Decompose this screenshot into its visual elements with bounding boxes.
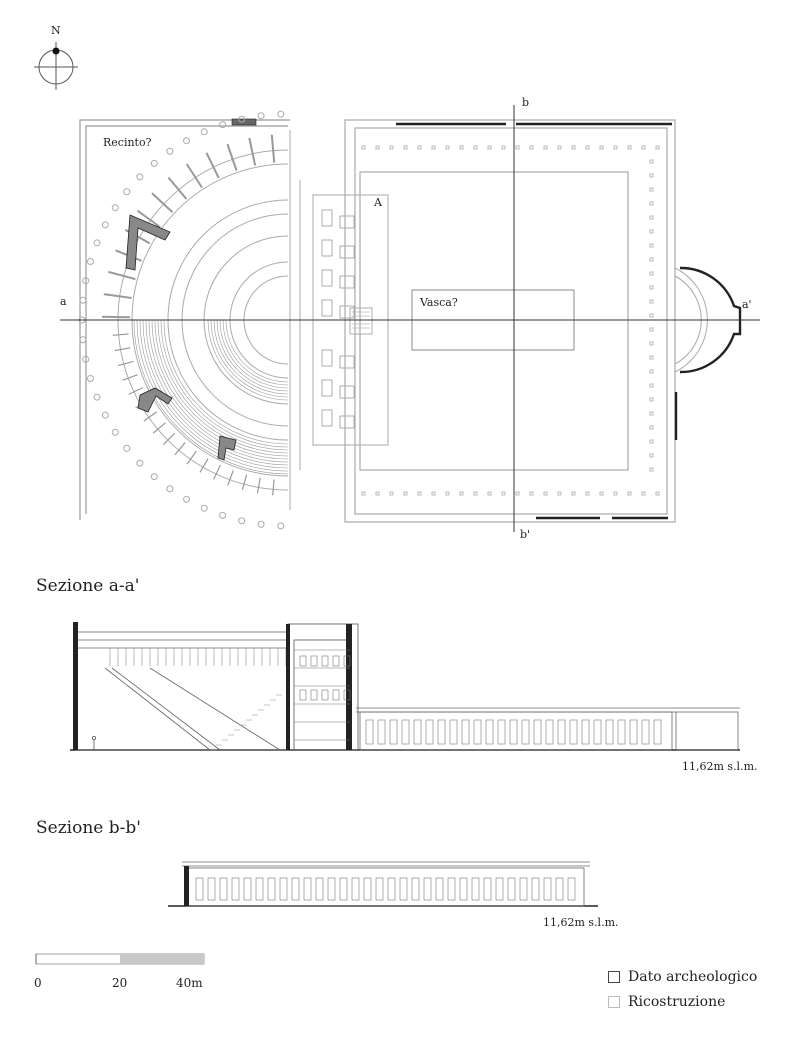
section-bb-title: Sezione b-b' <box>36 818 141 838</box>
section-b-start-marker: b <box>522 96 530 109</box>
section-aa-elevation: 11,62m s.l.m. <box>682 760 758 773</box>
legend-item-archaeological: Dato archeologico <box>608 966 757 985</box>
compass-north-label: N <box>51 24 61 37</box>
scale-tick-20: 20 <box>112 976 128 990</box>
legend-swatch-reconstruction <box>608 995 620 1008</box>
section-b-end-marker: b' <box>520 528 531 541</box>
section-bb-elevation: 11,62m s.l.m. <box>543 916 619 929</box>
legend-swatch-archaeological <box>608 970 620 983</box>
scale-tick-40m: 40m <box>176 976 203 990</box>
legend: Dato archeologico Ricostruzione <box>608 966 757 1010</box>
label-area-a: A <box>374 196 382 209</box>
section-a-end-marker: a' <box>742 298 752 311</box>
label-recinto: Recinto? <box>103 136 152 149</box>
legend-label-archaeological: Dato archeologico <box>628 969 758 985</box>
scale-tick-0: 0 <box>34 976 42 990</box>
legend-item-reconstruction: Ricostruzione <box>608 991 757 1010</box>
legend-label-reconstruction: Ricostruzione <box>628 994 726 1010</box>
section-a-start-marker: a <box>60 295 67 308</box>
section-aa-title: Sezione a-a' <box>36 576 140 596</box>
label-vasca: Vasca? <box>420 296 458 309</box>
